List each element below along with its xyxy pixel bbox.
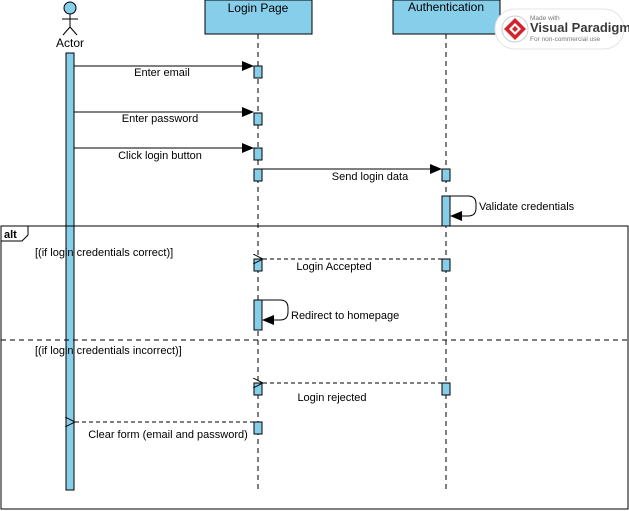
message-label-enter-email: Enter email [134,67,190,79]
guard-incorrect: [(if login credentials incorrect)] [35,345,182,357]
actor-activation-bar [65,52,75,491]
visual-paradigm-logo-icon [501,15,529,43]
activation-bar [253,112,263,126]
activation-bar [253,168,263,182]
message-label-send-login-data: Send login data [332,171,409,183]
actor-figure [62,1,78,36]
message-label-enter-password: Enter password [122,113,198,125]
activation-bar [441,258,451,272]
watermark-note: For non-commercial use [530,36,600,43]
activation-bar [253,421,263,435]
activation-bar [441,382,451,396]
activation-bar [253,382,263,396]
watermark-brand: Visual Paradigm [530,20,629,35]
activation-bar [253,65,263,79]
login-page-label: Login Page [228,1,289,15]
message-label-clear-form: Clear form (email and password) [88,429,248,441]
watermark: Made with Visual Paradigm For non-commer… [494,8,629,50]
authentication-lifeline-head: Authentication [392,0,501,35]
activation-bar [253,258,263,272]
activation-bar [253,147,263,161]
message-label-login-accepted: Login Accepted [296,261,371,273]
self-message-arrow [262,299,289,325]
message-label-redirect: Redirect to homepage [291,310,399,322]
watermark-made-with: Made with [530,15,560,22]
login-page-lifeline-head: Login Page [204,0,313,35]
activation-bar [253,299,263,331]
guard-correct: [(if login credentials correct)] [35,247,173,259]
self-message-arrow [450,195,477,221]
alt-fragment [0,225,629,510]
authentication-label: Authentication [408,0,484,14]
activation-bar [441,195,451,227]
message-label-validate: Validate credentials [479,201,575,213]
actor-label: Actor [56,36,84,50]
message-label-click-login: Click login button [118,150,202,162]
alt-operator-tab [0,225,29,242]
activation-bar [441,168,451,182]
message-label-login-rejected: Login rejected [297,392,366,404]
alt-operator-label: alt [4,229,17,241]
